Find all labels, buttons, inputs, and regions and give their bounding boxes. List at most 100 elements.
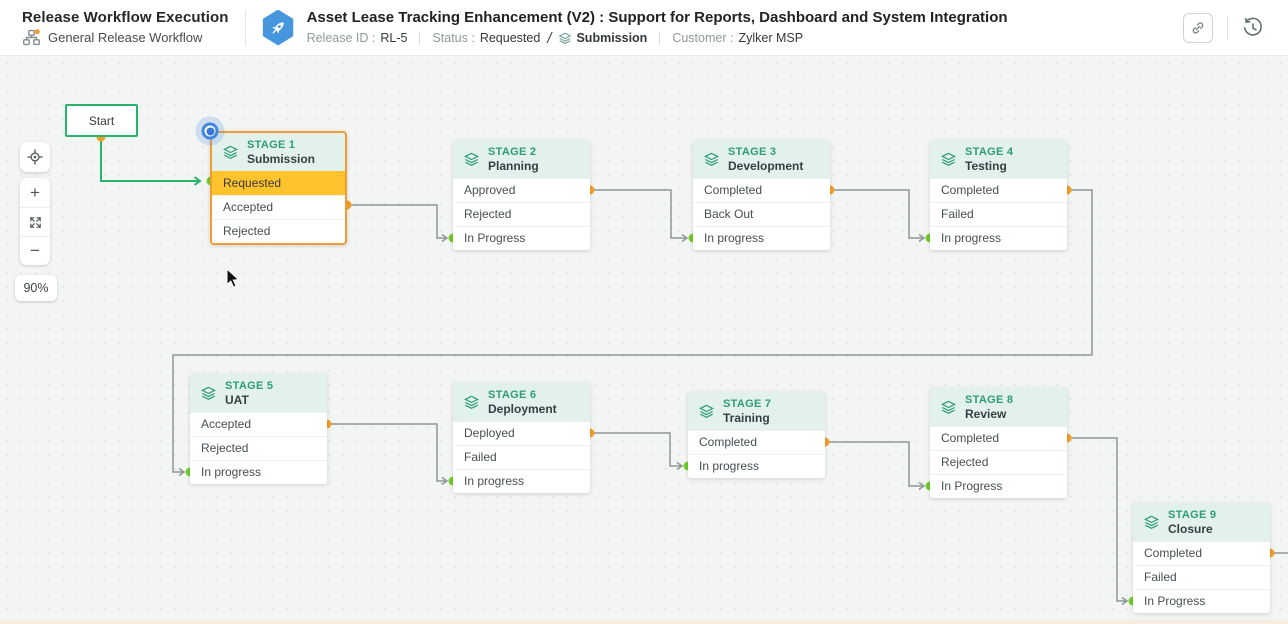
stage-name: Testing xyxy=(965,158,1007,173)
release-info: Asset Lease Tracking Enhancement (V2) : … xyxy=(307,9,1008,47)
status-row[interactable]: Failed xyxy=(930,202,1067,226)
zoom-level-badge[interactable]: 90% xyxy=(15,275,57,301)
start-label: Start xyxy=(88,113,115,128)
stage-name: Review xyxy=(965,406,1007,421)
history-button[interactable] xyxy=(1242,16,1264,39)
status-row[interactable]: Completed xyxy=(1133,541,1270,565)
stage-card-6[interactable]: STAGE 6 Deployment Deployed Failed In pr… xyxy=(453,383,590,493)
mouse-cursor xyxy=(226,268,240,288)
rocket-icon xyxy=(262,9,294,46)
customer-label: Customer : xyxy=(672,31,734,45)
status-row[interactable]: Completed xyxy=(930,426,1067,450)
status-row[interactable]: Requested xyxy=(212,171,345,195)
workflow-info: Release Workflow Execution General Relea… xyxy=(0,9,229,46)
status-row[interactable]: Rejected xyxy=(212,219,345,243)
stage-label: STAGE 6 xyxy=(488,388,537,401)
stage-name: Deployment xyxy=(488,401,557,416)
start-connector xyxy=(100,137,202,186)
status-row[interactable]: Failed xyxy=(453,445,590,469)
status-row[interactable]: Rejected xyxy=(930,450,1067,474)
fit-screen-icon xyxy=(29,216,41,228)
layers-icon xyxy=(698,404,715,418)
divider xyxy=(1227,15,1228,40)
status-row[interactable]: Deployed xyxy=(453,421,590,445)
status-row[interactable]: In Progress xyxy=(453,226,590,250)
stage-card-7[interactable]: STAGE 7 Training Completed In progress xyxy=(688,392,825,478)
workflow-canvas[interactable]: Start STAGE 1 Submission Requested Accep… xyxy=(0,56,1288,624)
stage-name: Planning xyxy=(488,158,539,173)
layers-icon xyxy=(463,152,480,166)
customer-value: Zylker MSP xyxy=(738,31,804,45)
zoom-out-button[interactable]: − xyxy=(20,236,50,265)
fit-screen-button[interactable] xyxy=(20,207,50,236)
stage-name: Closure xyxy=(1168,521,1213,536)
stage-card-9[interactable]: STAGE 9 Closure Completed Failed In Prog… xyxy=(1133,503,1270,613)
stage-card-2[interactable]: STAGE 2 Planning Approved Rejected In Pr… xyxy=(453,140,590,250)
stage-label: STAGE 1 xyxy=(247,138,296,151)
status-value: Requested xyxy=(479,31,541,45)
stage-label: STAGE 2 xyxy=(488,145,537,158)
status-row[interactable]: Accepted xyxy=(212,195,345,219)
current-stage-marker xyxy=(201,122,219,140)
status-row[interactable]: Completed xyxy=(688,430,825,454)
stage-label: STAGE 9 xyxy=(1168,508,1217,521)
status-row[interactable]: Failed xyxy=(1133,565,1270,589)
stage-header: STAGE 8 Review xyxy=(930,388,1067,426)
status-row[interactable]: Rejected xyxy=(190,436,327,460)
stage-card-1[interactable]: STAGE 1 Submission Requested Accepted Re… xyxy=(210,131,347,245)
history-icon xyxy=(1243,17,1262,36)
layers-icon xyxy=(940,152,957,166)
status-row[interactable]: In progress xyxy=(688,454,825,478)
stage-header: STAGE 4 Testing xyxy=(930,140,1067,178)
stage-card-4[interactable]: STAGE 4 Testing Completed Failed In prog… xyxy=(930,140,1067,250)
stage-label: STAGE 5 xyxy=(225,379,274,392)
layers-icon xyxy=(222,145,239,159)
layers-icon xyxy=(940,400,957,414)
layers-icon xyxy=(703,152,720,166)
stage-label: STAGE 7 xyxy=(723,397,772,410)
status-row[interactable]: Back Out xyxy=(693,202,830,226)
crosshair-locate-icon xyxy=(27,149,43,165)
status-row[interactable]: In progress xyxy=(693,226,830,250)
stage-name: Submission xyxy=(247,151,316,166)
status-row[interactable]: Completed xyxy=(930,178,1067,202)
link-icon xyxy=(1192,21,1204,34)
stage-label: STAGE 4 xyxy=(965,145,1014,158)
status-stage: Submission xyxy=(576,31,648,45)
stage-header: STAGE 2 Planning xyxy=(453,140,590,178)
status-row[interactable]: Rejected xyxy=(453,202,590,226)
zoom-in-button[interactable]: + xyxy=(20,178,50,207)
status-label: Status : xyxy=(432,31,475,45)
zoom-controls: + − xyxy=(20,178,50,265)
status-separator: / xyxy=(547,29,552,47)
layers-icon xyxy=(463,395,480,409)
stage-name: Training xyxy=(723,410,770,425)
stage-card-8[interactable]: STAGE 8 Review Completed Rejected In Pro… xyxy=(930,388,1067,498)
status-row[interactable]: Accepted xyxy=(190,412,327,436)
sitemap-icon xyxy=(23,29,40,46)
stage-card-5[interactable]: STAGE 5 UAT Accepted Rejected In progres… xyxy=(190,374,327,484)
stage-header: STAGE 5 UAT xyxy=(190,374,327,412)
stage-header: STAGE 1 Submission xyxy=(212,133,345,171)
layers-icon xyxy=(1143,515,1160,529)
stage-label: STAGE 3 xyxy=(728,145,777,158)
release-id-label: Release ID : xyxy=(306,31,376,45)
status-row[interactable]: Completed xyxy=(693,178,830,202)
stage-name: UAT xyxy=(225,392,249,407)
recenter-button[interactable] xyxy=(20,142,50,172)
release-title: Asset Lease Tracking Enhancement (V2) : … xyxy=(306,8,1008,26)
stage-card-3[interactable]: STAGE 3 Development Completed Back Out I… xyxy=(693,140,830,250)
status-row[interactable]: In progress xyxy=(190,460,327,484)
workflow-name: General Release Workflow xyxy=(48,30,203,45)
status-row[interactable]: In Progress xyxy=(930,474,1067,498)
status-row[interactable]: In progress xyxy=(453,469,590,493)
connector-layer xyxy=(96,132,1288,606)
stage-header: STAGE 7 Training xyxy=(688,392,825,430)
status-row[interactable]: Approved xyxy=(453,178,590,202)
status-row[interactable]: In Progress xyxy=(1133,589,1270,613)
stage-header: STAGE 6 Deployment xyxy=(453,383,590,421)
link-button[interactable] xyxy=(1183,12,1213,43)
page-title: Release Workflow Execution xyxy=(22,9,229,26)
start-node[interactable]: Start xyxy=(65,104,138,137)
status-row[interactable]: In progress xyxy=(930,226,1067,250)
